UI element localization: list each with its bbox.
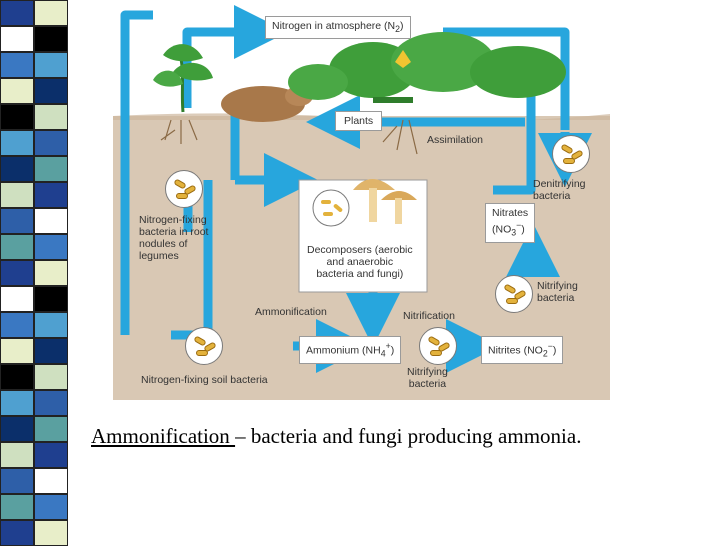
stripe-square [34,234,68,260]
stripe-square [34,286,68,312]
soil-bacteria-label: Nitrogen-fixing soil bacteria [141,374,268,386]
bacteria-cell-icon [495,275,533,313]
stripe-square [34,520,68,546]
stripe-square [0,104,34,130]
stripe-square [34,182,68,208]
stripe-square [0,208,34,234]
stripe-square [34,104,68,130]
stripe-square [0,390,34,416]
nitrogen-fixing-root-label: Nitrogen-fixing bacteria in root nodules… [139,214,209,262]
stripe-square [0,78,34,104]
stripe-square [0,338,34,364]
ammonification-label: Ammonification [255,306,327,318]
caption-definition: – bacteria and fungi producing ammonia. [235,424,582,448]
stripe-square [0,494,34,520]
atmosphere-label: Nitrogen in atmosphere (N2) [265,16,411,40]
stripe-square [0,52,34,78]
squash-plant-icon [288,32,566,155]
stripe-square [34,0,68,26]
plants-label: Plants [335,111,383,131]
stripe-square [34,78,68,104]
plant-icon [153,44,213,144]
stripe-square [34,416,68,442]
stripe-square [0,234,34,260]
stripe-square [34,494,68,520]
stripe-square [0,260,34,286]
nitrogen-cycle-diagram: Nitrogen in atmosphere (N2) Plants Assim… [113,0,610,400]
stripe-square [34,156,68,182]
stripe-square [34,52,68,78]
stripe-square [34,468,68,494]
mushroom-icon [353,179,417,224]
nitrates-label: Nitrates (NO3−) [485,203,536,243]
stripe-square [0,364,34,390]
bacteria-cell-icon [165,170,203,208]
decorative-stripe [0,0,74,546]
ammonium-label: Ammonium (NH4+) [299,336,402,364]
stripe-square [0,182,34,208]
slide-caption: Ammonification – bacteria and fungi prod… [91,424,581,449]
stripe-square [34,390,68,416]
stripe-square [34,26,68,52]
stripe-square [34,130,68,156]
stripe-square [0,520,34,546]
stripe-square [0,130,34,156]
stripe-square [0,442,34,468]
assimilation-label: Assimilation [427,134,484,146]
mole-icon [221,86,313,122]
stripe-square [0,468,34,494]
stripe-square [0,0,34,26]
decomposer-bacteria-icon [312,189,350,227]
stripe-square [34,364,68,390]
caption-term: Ammonification [91,424,236,448]
stripe-square [0,416,34,442]
bacteria-cell-icon [185,327,223,365]
nitrification-label: Nitrification [403,310,455,322]
decomposers-label: Decomposers (aerobic and anaerobic bacte… [307,244,413,280]
stripe-square [34,442,68,468]
stripe-square [0,286,34,312]
stripe-square [0,312,34,338]
stripe-square [34,338,68,364]
stripe-square [34,260,68,286]
stripe-square [0,26,34,52]
bacteria-cell-icon [419,327,457,365]
nitrites-label: Nitrites (NO2−) [481,336,564,364]
stripe-square [34,312,68,338]
stripe-square [0,156,34,182]
stripe-square [34,208,68,234]
bacteria-cell-icon [552,135,590,173]
